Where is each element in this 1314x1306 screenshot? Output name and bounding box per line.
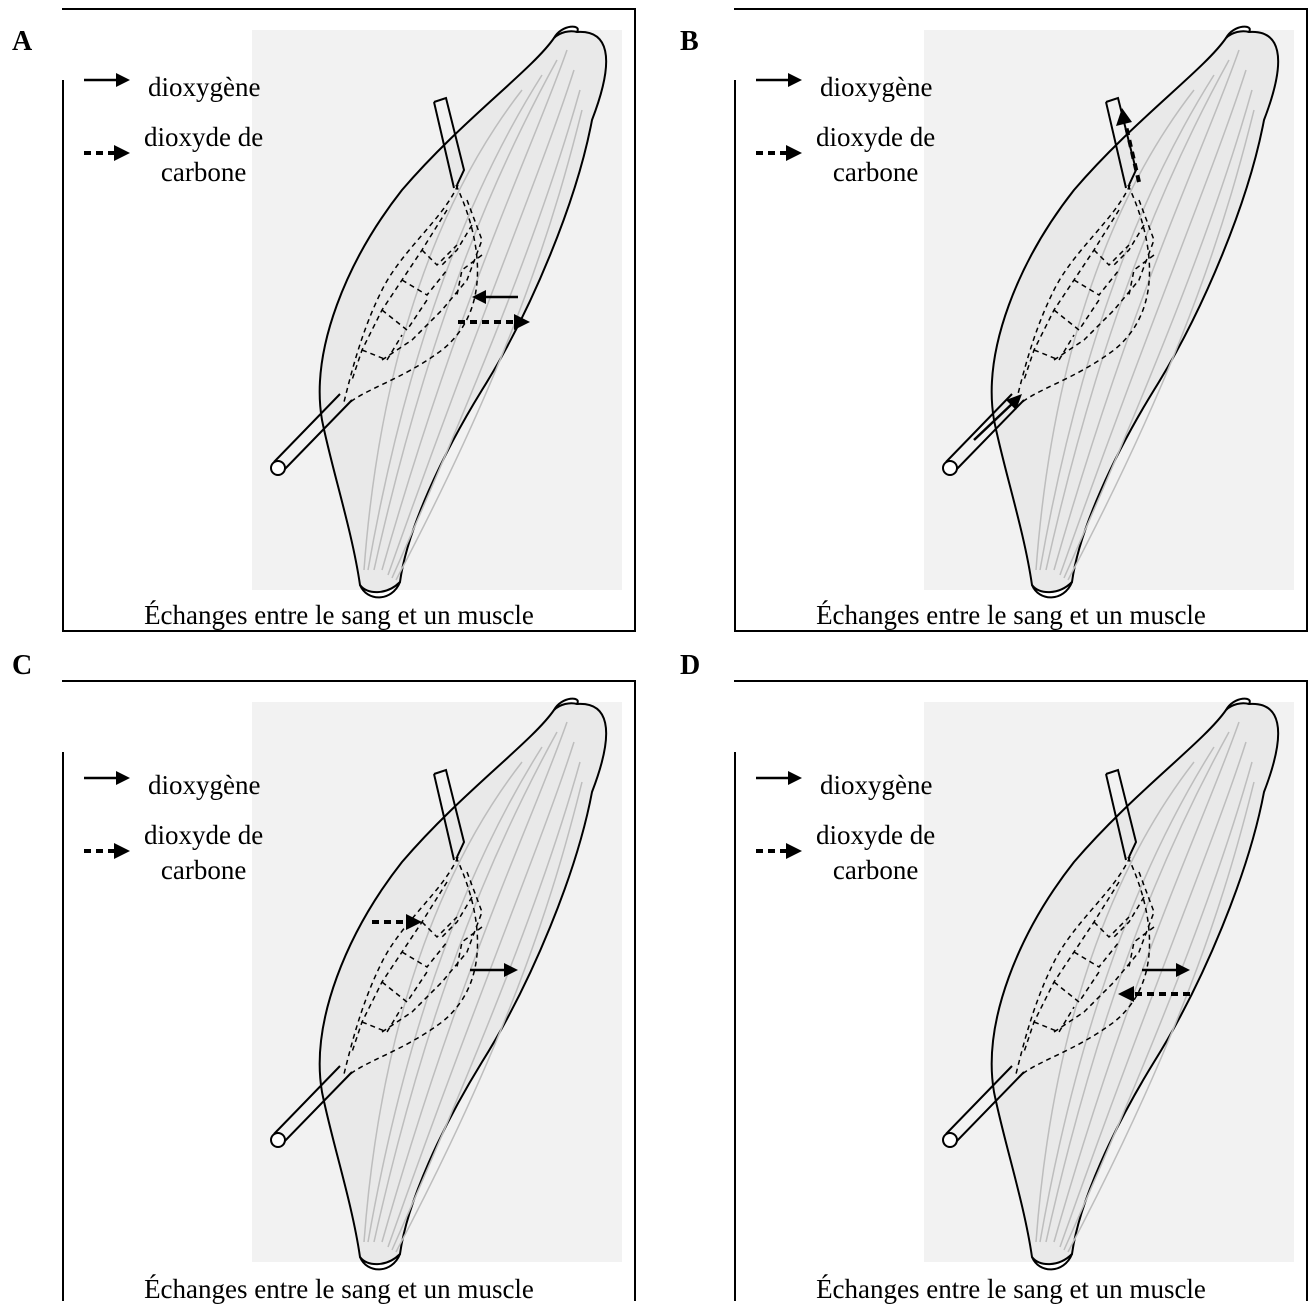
panel-caption-d: Échanges entre le sang et un muscle	[746, 1276, 1276, 1303]
panel-letter-a: A	[12, 28, 32, 56]
panel-letter-b: B	[680, 28, 699, 56]
panel-caption-a: Échanges entre le sang et un muscle	[74, 602, 604, 629]
legend-co2-label: dioxyde de carbone	[144, 120, 263, 190]
panel-c: dioxygène dioxyde de carbone Échanges en…	[62, 680, 636, 1301]
panel-caption-c: Échanges entre le sang et un muscle	[74, 1276, 604, 1303]
legend-oxygen-label: dioxygène	[148, 70, 260, 105]
legend-co2-label: dioxyde de carbone	[816, 818, 935, 888]
panel-letter-d: D	[680, 652, 700, 680]
panel-letter-c: C	[12, 652, 32, 680]
panel-caption-b: Échanges entre le sang et un muscle	[746, 602, 1276, 629]
legend-co2-label: dioxyde de carbone	[144, 818, 263, 888]
panel-a: dioxygène dioxyde de carbone Échanges en…	[62, 8, 636, 632]
panel-b: dioxygène dioxyde de carbone Échanges en…	[734, 8, 1308, 632]
legend-co2-label: dioxyde de carbone	[816, 120, 935, 190]
panel-d: dioxygène dioxyde de carbone Échanges en…	[734, 680, 1308, 1301]
legend-oxygen-label: dioxygène	[820, 768, 932, 803]
legend-oxygen-label: dioxygène	[820, 70, 932, 105]
legend-oxygen-label: dioxygène	[148, 768, 260, 803]
